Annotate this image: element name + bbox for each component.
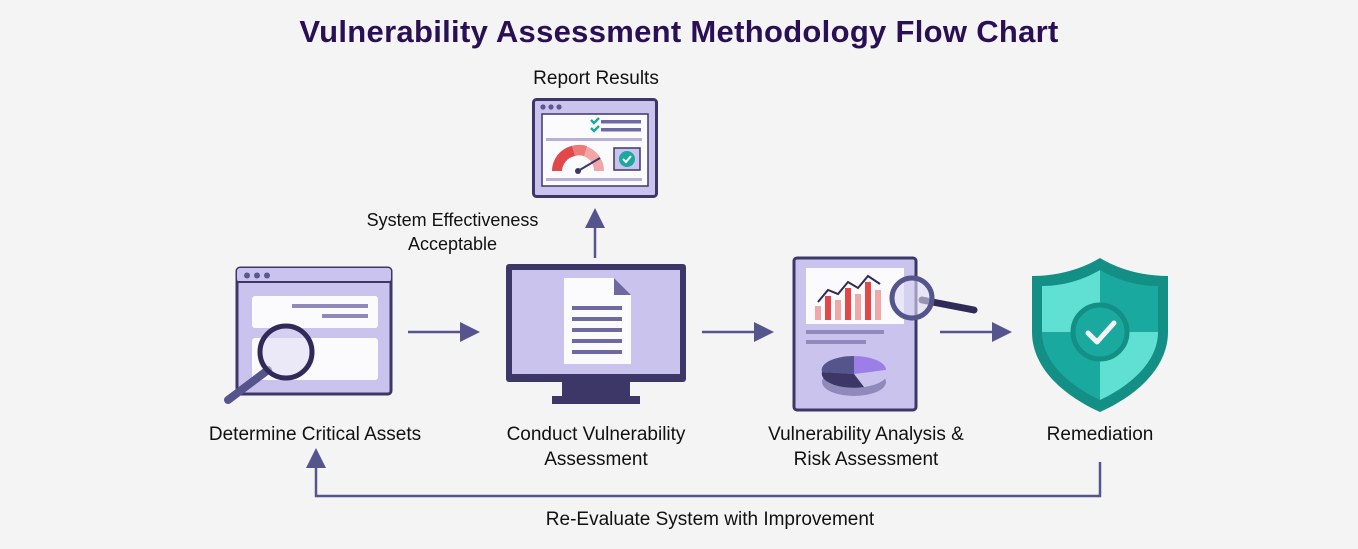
- monitor-document-icon: [506, 264, 686, 404]
- node-label-conduct-line2: Assessment: [544, 449, 648, 470]
- node-label-remediation: Remediation: [1046, 424, 1154, 445]
- page-title: Vulnerability Assessment Methodology Flo…: [299, 14, 1059, 49]
- node-label-conduct-line1: Conduct Vulnerability: [506, 424, 686, 445]
- node-label-report-results: Report Results: [533, 68, 659, 89]
- arrow-conduct-to-report: [585, 208, 605, 258]
- report-analytics-icon: [792, 256, 978, 412]
- edge-label-acceptable-line2: Acceptable: [407, 234, 498, 254]
- node-label-analysis-line1: Vulnerability Analysis &: [768, 424, 964, 445]
- arrow-analysis-to-remediation: [940, 322, 1012, 342]
- arrow-loop-remediation-to-determine: [306, 448, 1102, 498]
- arrow-determine-to-conduct: [408, 322, 480, 342]
- node-label-determine-critical-assets: Determine Critical Assets: [208, 424, 422, 445]
- report-gauge-icon: [532, 98, 658, 198]
- browser-search-icon: [224, 266, 393, 404]
- node-label-analysis-line2: Risk Assessment: [793, 449, 939, 470]
- arrow-conduct-to-analysis: [702, 322, 774, 342]
- shield-check-icon: [1032, 258, 1168, 412]
- edge-label-loop: Re-Evaluate System with Improvement: [545, 509, 875, 530]
- edge-label-acceptable-line1: System Effectiveness: [366, 210, 539, 230]
